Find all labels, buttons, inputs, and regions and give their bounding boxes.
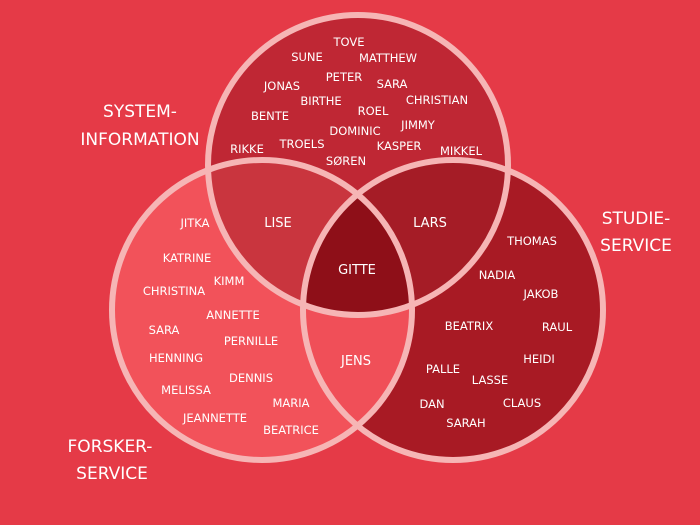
name-label: CHRISTIAN	[406, 93, 468, 107]
name-label: DENNIS	[229, 371, 273, 385]
name-label: KIMM	[214, 274, 245, 288]
name-label: THOMAS	[506, 234, 557, 248]
studie-label-line2: SERVICE	[600, 236, 672, 256]
forsker-ring	[109, 157, 415, 463]
system-ring	[205, 12, 511, 318]
name-label: BEATRIX	[445, 319, 494, 333]
name-label: KATRINE	[163, 251, 212, 265]
name-label: KASPER	[377, 139, 422, 153]
name-label: JIMMY	[400, 118, 436, 132]
name-label: JITKA	[179, 216, 209, 230]
name-label: MARIA	[272, 396, 309, 410]
name-label: TROELS	[278, 137, 324, 151]
name-label: DAN	[419, 397, 444, 411]
name-label: CHRISTINA	[143, 284, 205, 298]
studie-ring	[300, 157, 606, 463]
name-label: HEIDI	[523, 352, 555, 366]
name-label: BENTE	[251, 109, 289, 123]
forsker-label-line2: SERVICE	[76, 464, 148, 484]
name-label: MELISSA	[161, 383, 211, 397]
name-label: HENNING	[149, 351, 203, 365]
system-only-names: TOVE SUNE MATTHEW JONAS PETER SARA BIRTH…	[230, 35, 482, 168]
name-label: LASSE	[472, 373, 508, 387]
name-label: MATTHEW	[359, 51, 417, 65]
name-label: PERNILLE	[224, 334, 278, 348]
name-label: JEANNETTE	[182, 411, 247, 425]
name-label: SARAH	[446, 416, 485, 430]
name-label: SØREN	[326, 154, 366, 168]
studie-label-line1: STUDIE-	[602, 209, 671, 229]
forsker-only-names: JITKA KATRINE KIMM CHRISTINA ANNETTE SAR…	[143, 216, 319, 437]
name-label: ROEL	[358, 104, 389, 118]
name-label: SARA	[149, 323, 180, 337]
name-label: CLAUS	[503, 396, 541, 410]
name-label: JONAS	[263, 79, 300, 93]
name-label: SARA	[377, 77, 408, 91]
studie-only-names: THOMAS NADIA JAKOB BEATRIX RAUL HEIDI PA…	[419, 234, 572, 430]
forsker-studie-name: JENS	[340, 354, 371, 369]
name-label: NADIA	[479, 268, 516, 282]
name-label: SUNE	[291, 50, 323, 64]
system-label-line1: SYSTEM-	[103, 102, 177, 122]
name-label: BEATRICE	[263, 423, 319, 437]
system-label-line2: INFORMATION	[80, 130, 199, 150]
name-label: PETER	[326, 70, 362, 84]
name-label: RAUL	[542, 320, 573, 334]
name-label: RIKKE	[230, 142, 264, 156]
name-label: JAKOB	[523, 287, 559, 301]
name-label: TOVE	[332, 35, 364, 49]
name-label: DOMINIC	[329, 124, 380, 138]
forsker-label-line1: FORSKER-	[68, 437, 153, 457]
name-label: ANNETTE	[206, 308, 259, 322]
name-label: PALLE	[426, 362, 460, 376]
system-studie-name: LARS	[413, 216, 447, 231]
all-three-overlap	[303, 160, 412, 315]
system-forsker-name: LISE	[264, 216, 292, 231]
name-label: BIRTHE	[300, 94, 341, 108]
all-three-name: GITTE	[338, 263, 376, 278]
name-label: MIKKEL	[440, 144, 483, 158]
